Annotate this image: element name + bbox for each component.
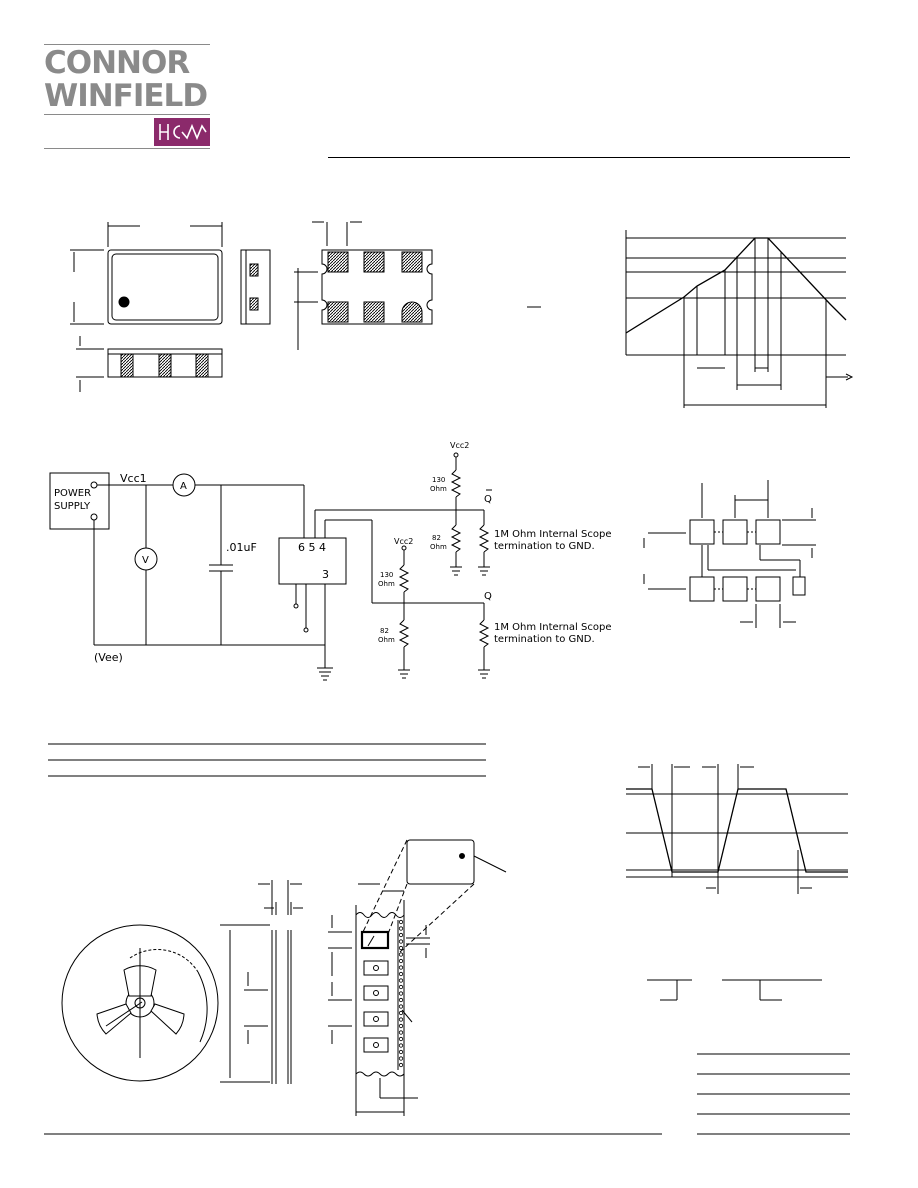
carrier-tape-drawing xyxy=(328,839,507,1116)
package-end-view xyxy=(240,249,271,325)
logo-winfield-text: WINFIELD xyxy=(44,78,208,114)
vee-label: (Vee) xyxy=(94,651,123,664)
header-rule xyxy=(328,157,850,158)
scope-note-2-line1: 1M Ohm Internal Scope xyxy=(494,622,611,633)
r130-mid-unit: Ohm xyxy=(378,580,395,588)
sprocket-hole xyxy=(398,1004,404,1009)
sprocket-hole xyxy=(398,1049,404,1055)
q-label: Q xyxy=(484,591,492,602)
logo-hcw-mark xyxy=(154,118,210,146)
logo-rule-bottom xyxy=(44,148,210,149)
land-pattern-diagram xyxy=(643,480,816,628)
sprocket-hole xyxy=(398,1043,404,1048)
reel-side-profile xyxy=(244,880,303,1084)
r82-mid-value: 82 xyxy=(380,627,389,635)
voltmeter-label: V xyxy=(142,555,149,566)
sprocket-hole xyxy=(398,945,404,951)
scope-note-1-line1: 1M Ohm Internal Scope xyxy=(494,529,611,540)
capacitor-label: .01uF xyxy=(226,541,257,554)
dut-pins-top-label: 6 5 4 xyxy=(298,541,326,554)
device-under-test-box xyxy=(278,537,347,585)
vcc2-mid-label: Vcc2 xyxy=(394,537,413,546)
package-bottom-view xyxy=(294,221,541,350)
sprocket-hole xyxy=(398,952,404,957)
power-supply-box xyxy=(49,472,110,530)
vcc1-label: Vcc1 xyxy=(120,472,147,485)
sprocket-hole xyxy=(398,1023,404,1029)
sprocket-hole xyxy=(398,1017,404,1022)
sprocket-hole xyxy=(398,958,404,964)
test-circuit-diagram xyxy=(49,452,492,681)
r82-mid-unit: Ohm xyxy=(378,636,395,644)
q-bar-label: Q xyxy=(484,494,492,505)
sprocket-hole xyxy=(398,997,404,1003)
logo-rule-top xyxy=(44,44,210,45)
tape-misc-lines xyxy=(647,979,822,1001)
dut-pin3-label: 3 xyxy=(322,568,329,581)
sprocket-hole xyxy=(398,978,404,983)
sprocket-hole xyxy=(398,1056,404,1061)
sprocket-hole xyxy=(398,932,404,938)
sprocket-hole xyxy=(398,1036,404,1042)
r130-top-unit: Ohm xyxy=(430,485,447,493)
scope-note-1-line2: termination to GND. xyxy=(494,541,595,552)
r130-top-value: 130 xyxy=(432,476,445,484)
ammeter-label: A xyxy=(180,481,187,492)
package-side-view xyxy=(76,336,223,392)
logo-rule-mid xyxy=(44,114,210,115)
logo-connor-text: CONNOR xyxy=(44,45,190,81)
scope-note-2-line2: termination to GND. xyxy=(494,634,595,645)
logo-hcw-icon xyxy=(159,123,207,141)
sprocket-hole xyxy=(398,919,404,925)
tape-sprocket-holes xyxy=(398,919,404,1068)
package-top-view xyxy=(70,222,223,325)
sprocket-hole xyxy=(398,1030,404,1035)
notes-rules xyxy=(697,1053,850,1135)
sprocket-hole xyxy=(398,1062,404,1068)
r82-top-unit: Ohm xyxy=(430,543,447,551)
sprocket-hole xyxy=(398,991,404,996)
output-waveform xyxy=(626,764,848,894)
spec-table-rules xyxy=(48,743,486,777)
reflow-profile-graph xyxy=(625,230,854,408)
r82-top-value: 82 xyxy=(432,534,441,542)
sprocket-hole xyxy=(398,939,404,944)
r130-mid-value: 130 xyxy=(380,571,393,579)
sprocket-hole xyxy=(398,926,404,931)
vcc2-top-label: Vcc2 xyxy=(450,441,469,450)
sprocket-hole xyxy=(398,1010,404,1016)
sprocket-hole xyxy=(398,971,404,977)
tape-reel-drawing xyxy=(61,924,270,1083)
power-supply-label-line2: SUPPLY xyxy=(54,501,91,512)
power-supply-label-line1: POWER xyxy=(54,488,91,499)
sprocket-hole xyxy=(398,984,404,990)
sprocket-hole xyxy=(398,965,404,970)
